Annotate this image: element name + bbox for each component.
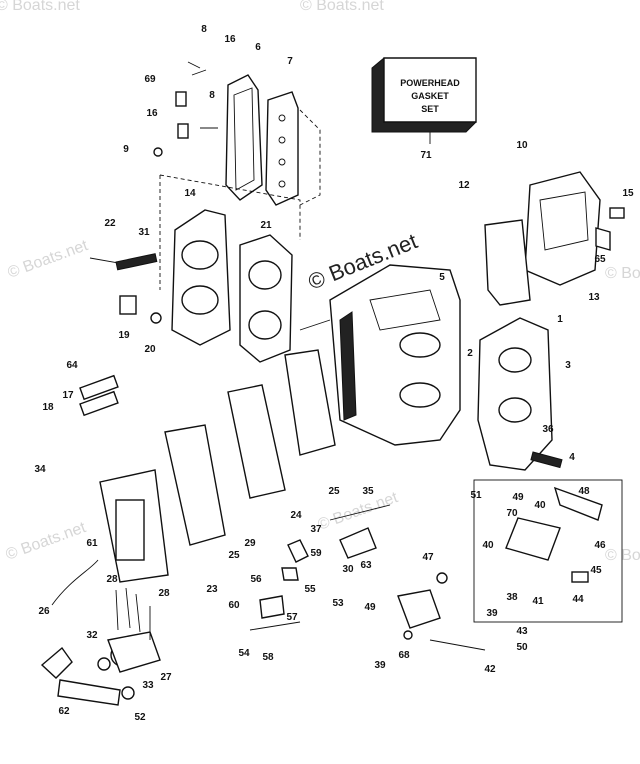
callout-58: 58 [262, 652, 274, 663]
callout-31: 31 [138, 227, 150, 238]
watermark-faint: © Boats.net [605, 265, 640, 282]
callout-41: 41 [532, 596, 544, 607]
callout-1: 1 [557, 314, 563, 325]
callout-49: 49 [512, 492, 524, 503]
callout-5: 5 [439, 272, 445, 283]
callout-33: 33 [142, 680, 154, 691]
callout-17: 17 [62, 390, 74, 401]
callout-4: 4 [569, 452, 575, 463]
callout-68: 68 [398, 650, 410, 661]
mounting-bracket [397, 572, 486, 651]
callout-26: 26 [38, 606, 50, 617]
callout-21: 21 [260, 220, 272, 231]
callout-8: 8 [209, 90, 215, 101]
callout-70: 70 [506, 508, 518, 519]
callout-46: 46 [594, 540, 606, 551]
callout-45: 45 [590, 565, 602, 576]
callout-62: 62 [58, 706, 70, 717]
callout-63: 63 [360, 560, 372, 571]
callout-18: 18 [42, 402, 54, 413]
callout-19: 19 [118, 330, 130, 341]
callout-44: 44 [572, 594, 584, 605]
callout-13: 13 [588, 292, 600, 303]
callout-57: 57 [286, 612, 298, 623]
callout-36: 36 [542, 424, 554, 435]
linkage-parts [249, 504, 391, 631]
callout-54: 54 [238, 648, 250, 659]
gasket-box-line3: SET [421, 104, 439, 114]
callout-51: 51 [470, 490, 482, 501]
callout-40: 40 [534, 500, 546, 511]
callout-16: 16 [224, 34, 236, 45]
gasket-box-line1: POWERHEAD [400, 78, 460, 88]
callout-48: 48 [578, 486, 590, 497]
callout-55: 55 [304, 584, 316, 595]
callout-27: 27 [160, 672, 172, 683]
exhaust-cover-assembly [153, 61, 321, 206]
callout-15: 15 [622, 188, 634, 199]
intake-manifold [484, 171, 625, 306]
lower-left-parts [40, 374, 161, 706]
callout-20: 20 [144, 344, 156, 355]
callout-25: 25 [328, 486, 340, 497]
callout-34: 34 [34, 464, 46, 475]
callout-39: 39 [374, 660, 386, 671]
callout-47: 47 [422, 552, 434, 563]
callout-59: 59 [310, 548, 322, 559]
callout-2: 2 [467, 348, 473, 359]
callout-40: 40 [482, 540, 494, 551]
crankcase-block [299, 264, 461, 446]
callout-61: 61 [86, 538, 98, 549]
callout-60: 60 [228, 600, 240, 611]
cylinder-head-assembly [89, 174, 301, 363]
callout-56: 56 [250, 574, 262, 585]
callout-14: 14 [184, 188, 196, 199]
callout-28: 28 [158, 588, 170, 599]
callout-32: 32 [86, 630, 98, 641]
gasket-box-line2: GASKET [411, 91, 449, 101]
callout-9: 9 [123, 144, 129, 155]
callout-50: 50 [516, 642, 528, 653]
gasket-plates [99, 349, 336, 583]
callout-38: 38 [506, 592, 518, 603]
callout-52: 52 [134, 712, 146, 723]
callout-30: 30 [342, 564, 354, 575]
inset-linkage-box [473, 479, 623, 623]
callout-10: 10 [516, 140, 528, 151]
callout-37: 37 [310, 524, 322, 535]
watermark-faint: © Boats.net [0, 0, 80, 14]
callout-6: 6 [255, 42, 261, 53]
callout-42: 42 [484, 664, 496, 675]
callout-25: 25 [228, 550, 240, 561]
callout-49: 49 [364, 602, 376, 613]
callout-29: 29 [244, 538, 256, 549]
watermark-faint: © Boats.net [6, 237, 91, 282]
watermark-faint: © Boats.net [4, 519, 89, 564]
callout-24: 24 [290, 510, 302, 521]
callout-35: 35 [362, 486, 374, 497]
callout-12: 12 [458, 180, 470, 191]
callout-22: 22 [104, 218, 116, 229]
callout-16: 16 [146, 108, 158, 119]
callout-43: 43 [516, 626, 528, 637]
callout-69: 69 [144, 74, 156, 85]
callout-7: 7 [287, 56, 293, 67]
callout-8: 8 [201, 24, 207, 35]
gasket-set-box: POWERHEAD GASKET SET [371, 57, 477, 144]
callout-64: 64 [66, 360, 78, 371]
watermark-faint: © Boats.net [300, 0, 384, 14]
callout-39: 39 [486, 608, 498, 619]
callout-3: 3 [565, 360, 571, 371]
callout-53: 53 [332, 598, 344, 609]
callout-71: 71 [420, 150, 432, 161]
callout-28: 28 [106, 574, 118, 585]
crankcase-half [477, 317, 563, 471]
callout-65: 65 [594, 254, 606, 265]
watermark-faint: © Boats.net [605, 547, 640, 564]
callout-23: 23 [206, 584, 218, 595]
